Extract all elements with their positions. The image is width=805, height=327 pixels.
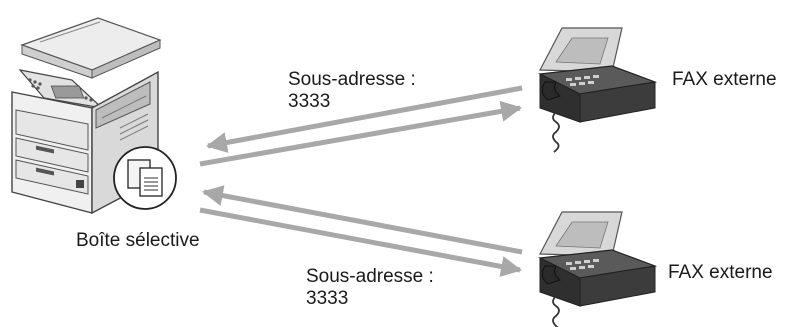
- top-subaddress-line2: 3333: [288, 91, 331, 112]
- top-subaddress-label: Sous-adresse : 3333: [288, 69, 416, 113]
- fax-top-label: FAX externe: [672, 69, 777, 90]
- top-subaddress-line1: Sous-adresse :: [288, 69, 416, 90]
- fax-machine-icon: [537, 27, 658, 153]
- fax-machine-icon: [537, 211, 658, 327]
- fax-bottom-label: FAX externe: [668, 262, 773, 283]
- arrow-fax-to-box-bottom: [201, 185, 523, 255]
- arrow-box-to-fax-bottom: [199, 207, 523, 277]
- bottom-subaddress-line1: Sous-adresse :: [306, 266, 434, 287]
- arrow-box-to-fax-top: [199, 100, 523, 167]
- multifunction-printer-icon: [11, 17, 162, 215]
- selective-box-icon: [113, 146, 177, 210]
- bottom-subaddress-line2: 3333: [306, 288, 349, 309]
- arrow-fax-to-box-top: [205, 85, 523, 153]
- box-label: Boîte sélective: [76, 230, 200, 251]
- bottom-subaddress-label: Sous-adresse : 3333: [306, 266, 434, 310]
